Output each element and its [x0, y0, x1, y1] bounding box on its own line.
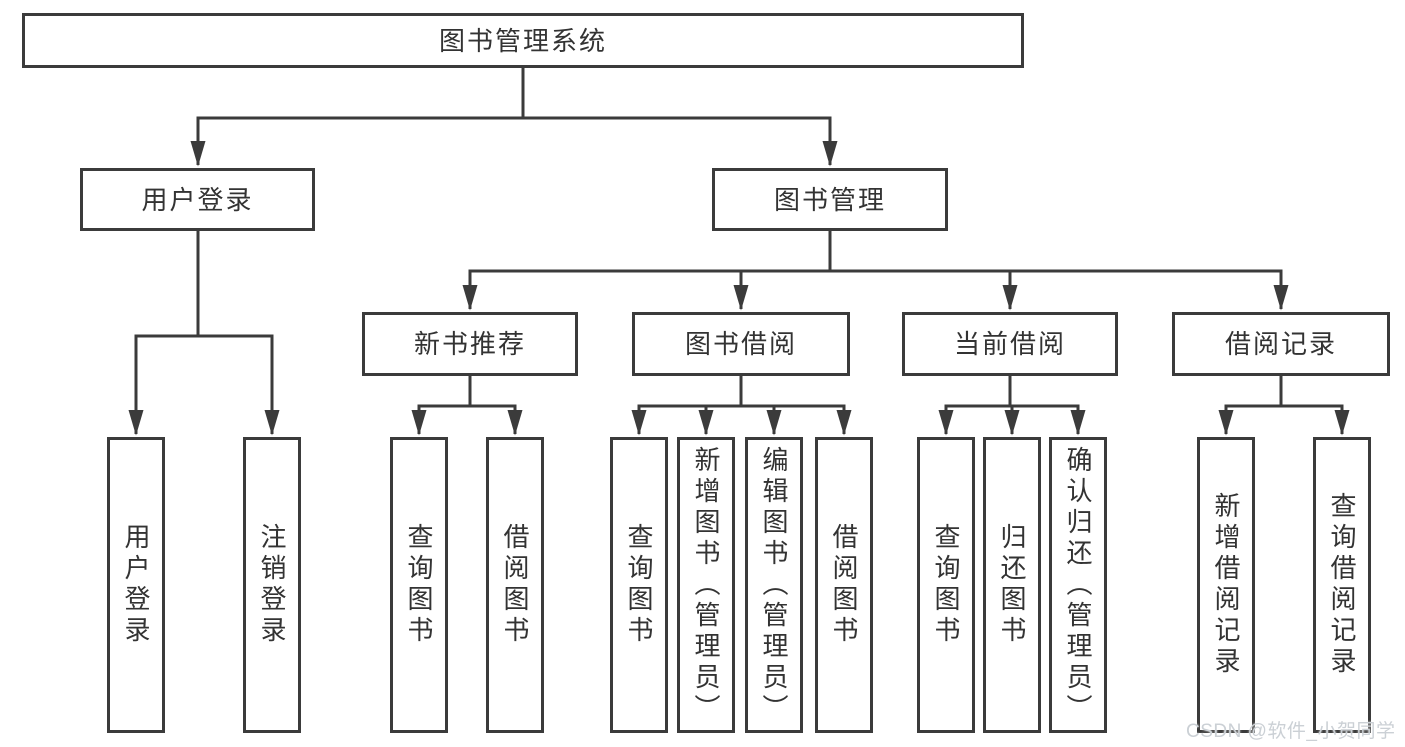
leaf-query-borrow-record: 查询借阅记录 [1313, 437, 1371, 733]
node-current-borrow: 当前借阅 [902, 312, 1118, 376]
leaf-query-books-borrow: 查询图书 [610, 437, 668, 733]
leaf-edit-books-admin: 编辑图书（管理员） [745, 437, 803, 733]
node-library-management-system: 图书管理系统 [22, 13, 1024, 68]
leaf-user-login: 用户登录 [107, 437, 165, 733]
node-new-book-recommend: 新书推荐 [362, 312, 578, 376]
leaf-logout-login: 注销登录 [243, 437, 301, 733]
leaf-query-books-current: 查询图书 [917, 437, 975, 733]
leaf-query-books-recommend: 查询图书 [390, 437, 448, 733]
node-book-management: 图书管理 [712, 168, 948, 231]
leaf-return-books: 归还图书 [983, 437, 1041, 733]
leaf-borrow-books: 借阅图书 [815, 437, 873, 733]
leaf-confirm-return-admin: 确认归还（管理员） [1049, 437, 1107, 733]
leaf-add-borrow-record: 新增借阅记录 [1197, 437, 1255, 733]
csdn-watermark: CSDN @软件_小贺同学 [1186, 721, 1396, 742]
node-book-borrow: 图书借阅 [632, 312, 850, 376]
node-user-login: 用户登录 [80, 168, 315, 231]
leaf-borrow-books-recommend: 借阅图书 [486, 437, 544, 733]
node-borrow-records: 借阅记录 [1172, 312, 1390, 376]
leaf-add-books-admin: 新增图书（管理员） [677, 437, 735, 733]
